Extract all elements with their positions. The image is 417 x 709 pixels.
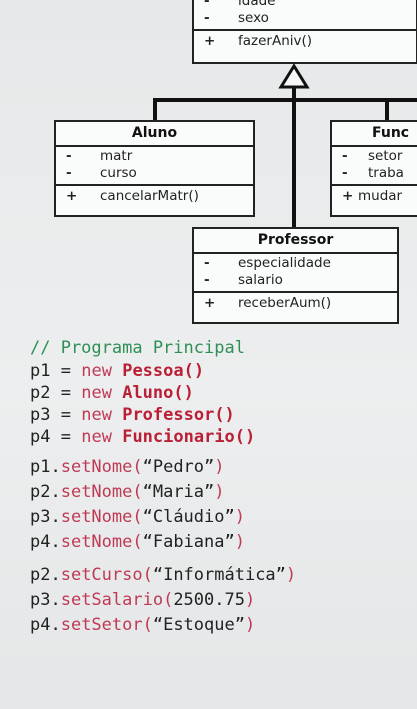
code-line-instantiation: p3 = new Professor() (30, 405, 235, 425)
code-line-setter: p2.setCurso(“Informática”) (30, 565, 297, 585)
code-line-set-nome: p1.setNome(“Pedro”) (30, 457, 225, 477)
code-comment: // Programa Principal (30, 338, 245, 358)
professor-methods: +receberAum() (194, 293, 397, 314)
code-line-setter: p4.setSetor(“Estoque”) (30, 615, 256, 635)
attribute-row: -setor (342, 148, 403, 164)
code-line-set-nome: p3.setNome(“Cláudio”) (30, 507, 245, 527)
pessoa-attributes: -idade -sexo (194, 0, 416, 31)
funcionario-methods: +mudar (332, 186, 417, 207)
aluno-attributes: -matr -curso (56, 147, 253, 186)
funcionario-attributes: -setor -traba (332, 147, 417, 186)
class-name: Func (332, 122, 417, 147)
code-line-setter: p3.setSalario(2500.75) (30, 590, 256, 610)
class-name: Aluno (56, 122, 253, 147)
code-line-instantiation: p2 = new Aluno() (30, 383, 194, 403)
pessoa-class-box: -idade -sexo +fazerAniv() (192, 0, 417, 64)
method-row: +cancelarMatr() (66, 188, 199, 204)
attribute-row: -curso (66, 165, 137, 181)
professor-class-box: Professor -especialidade -salario +receb… (192, 227, 399, 324)
attribute-row: -matr (66, 148, 133, 164)
attribute-row: -especialidade (204, 255, 331, 271)
code-line-instantiation: p4 = new Funcionario() (30, 427, 256, 447)
attribute-row: -idade (204, 0, 276, 9)
aluno-class-box: Aluno -matr -curso +cancelarMatr() (54, 120, 255, 217)
class-name: Professor (194, 229, 397, 254)
code-line-set-nome: p4.setNome(“Fabiana”) (30, 532, 245, 552)
funcionario-class-box: Func -setor -traba +mudar (330, 120, 417, 217)
inheritance-triangle-icon (278, 63, 310, 89)
code-line-instantiation: p1 = new Pessoa() (30, 361, 205, 381)
method-row: +fazerAniv() (204, 33, 313, 49)
attribute-row: -sexo (204, 10, 269, 26)
pessoa-methods: +fazerAniv() (194, 31, 416, 52)
attribute-row: -traba (342, 165, 404, 181)
method-row: +mudar (342, 188, 403, 204)
attribute-row: -salario (204, 272, 283, 288)
code-line-set-nome: p2.setNome(“Maria”) (30, 482, 225, 502)
professor-attributes: -especialidade -salario (194, 254, 397, 293)
method-row: +receberAum() (204, 295, 332, 311)
aluno-methods: +cancelarMatr() (56, 186, 253, 207)
